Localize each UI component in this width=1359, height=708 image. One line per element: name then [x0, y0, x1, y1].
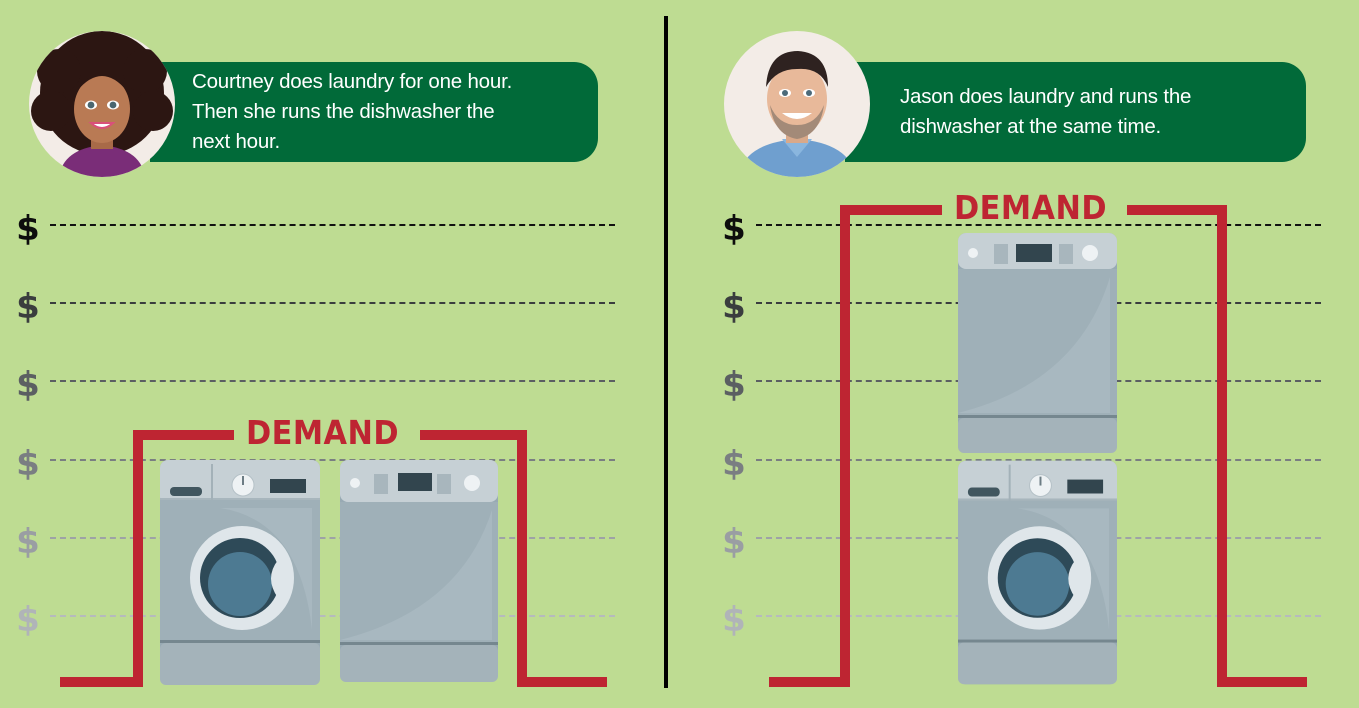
price-gridline: [50, 302, 615, 304]
price-gridline: [50, 537, 615, 539]
woman-avatar-icon: [29, 31, 175, 177]
jason-bubble-text: Jason does laundry and runs the dishwash…: [900, 85, 1192, 138]
price-gridline: [756, 224, 1321, 226]
price-level-4: $: [722, 444, 746, 484]
price-gridline: [50, 615, 615, 617]
price-level-1: $: [16, 209, 40, 249]
dishwasher-icon: [958, 233, 1117, 453]
price-gridline: [756, 459, 1321, 461]
dishwasher-icon: [340, 460, 498, 682]
panel-divider: [664, 16, 668, 688]
washing-machine-icon: [160, 460, 320, 685]
price-level-1: $: [722, 209, 746, 249]
courtney-bubble-text: Courtney does laundry for one hour. Then…: [192, 70, 513, 153]
jason-speech-bubble: Jason does laundry and runs the dishwash…: [845, 62, 1306, 162]
demand-label: DEMAND: [954, 188, 1108, 227]
man-avatar-icon: [724, 31, 870, 177]
price-level-5: $: [722, 522, 746, 562]
price-level-6: $: [16, 600, 40, 640]
price-level-2: $: [722, 287, 746, 327]
price-level-3: $: [16, 365, 40, 405]
price-level-3: $: [722, 365, 746, 405]
demand-label: DEMAND: [246, 413, 400, 452]
price-level-2: $: [16, 287, 40, 327]
price-level-6: $: [722, 600, 746, 640]
price-gridline: [50, 380, 615, 382]
price-gridline: [50, 224, 615, 226]
price-gridline: [50, 459, 615, 461]
washing-machine-icon: [958, 460, 1117, 685]
price-level-5: $: [16, 522, 40, 562]
courtney-speech-bubble: Courtney does laundry for one hour. Then…: [150, 62, 598, 162]
price-level-4: $: [16, 444, 40, 484]
